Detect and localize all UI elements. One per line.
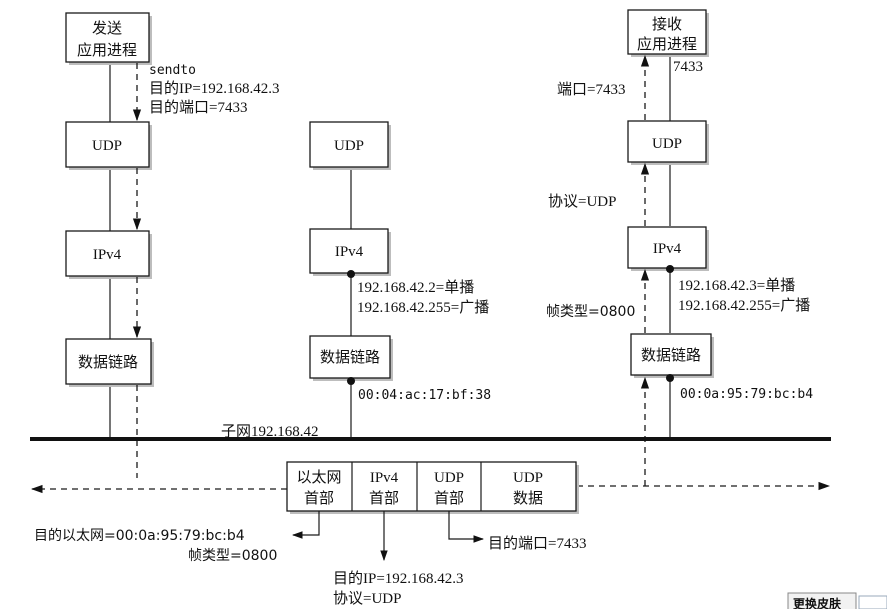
dest-port-arrow [448, 511, 485, 543]
frame-cell-ethernet-header: 以太网 首部 [296, 469, 341, 507]
frame-cell-udp-header: UDP 首部 [434, 470, 464, 507]
frame-cell-line2: 首部 [304, 490, 334, 507]
receiver-port: 7433 [673, 59, 703, 75]
frame-cell-line2: 首部 [434, 490, 464, 507]
receiver-addr-broadcast: 192.168.42.255=广播 [678, 297, 810, 314]
receiver-udp-label: UDP [652, 136, 682, 152]
frame-cell-line1: IPv4 [370, 470, 399, 486]
receiver-app-line2: 应用进程 [637, 35, 697, 53]
sender-datalink-label: 数据链路 [78, 354, 138, 371]
sender-app-line2: 应用进程 [77, 41, 137, 59]
change-skin-label[interactable]: 更换皮肤 [793, 596, 842, 609]
middle-ipv4-label: IPv4 [335, 244, 364, 260]
frame-cell-line1: UDP [434, 470, 464, 486]
receiver-app-line1: 接收 [652, 16, 682, 33]
frame-frame-type: 帧类型=0800 [188, 548, 277, 564]
receiver-port-label: 端口=7433 [557, 81, 625, 98]
receiver-datalink-label: 数据链路 [641, 347, 701, 364]
ethernet-frame: 以太网 首部 IPv4 首部 UDP 首部 UDP 数据 目的以太网=00:0a… [30, 461, 831, 607]
skin-dropdown-icon[interactable] [858, 595, 887, 609]
sender-dest-port: 目的端口=7433 [149, 99, 247, 116]
frame-dest-port: 目的端口=7433 [488, 535, 586, 552]
frame-cell-line1: 以太网 [296, 469, 341, 486]
middle-udp-box [309, 121, 389, 168]
middle-ipv4-box [309, 228, 389, 274]
sender-dest-ip: 目的IP=192.168.42.3 [149, 80, 280, 97]
frame-dest-ip: 目的IP=192.168.42.3 [333, 570, 464, 587]
frame-cell-line1: UDP [513, 470, 543, 486]
receiver-app-box [627, 9, 707, 55]
middle-datalink-box [309, 335, 391, 379]
sender-udp-label: UDP [92, 138, 122, 154]
frame-protocol: 协议=UDP [333, 590, 401, 607]
receiver-addr-unicast: 192.168.42.3=单播 [678, 277, 795, 294]
sender-ipv4-box [65, 230, 150, 277]
middle-mac: 00:04:ac:17:bf:38 [358, 388, 491, 403]
receiver-ipv4-box [627, 226, 707, 269]
sender-datalink-box [65, 338, 152, 385]
receiver-datalink-box [630, 333, 712, 376]
receiver-udp-box [627, 120, 707, 163]
receiver-ipv4-label: IPv4 [653, 241, 682, 257]
receiver-proto-label: 协议=UDP [548, 193, 616, 210]
sender-stack: 发送 应用进程 UDP IPv4 数据链路 sendto 目的IP=192.16… [65, 12, 280, 478]
receiver-frame-type: 帧类型=0800 [546, 304, 635, 320]
middle-host-stack: UDP IPv4 192.168.42.2=单播 192.168.42.255=… [309, 121, 491, 439]
frame-cell-line2: 首部 [369, 490, 399, 507]
middle-datalink-label: 数据链路 [320, 349, 380, 366]
sender-app-box [65, 12, 150, 63]
sender-ipv4-label: IPv4 [93, 247, 122, 263]
middle-addr-broadcast: 192.168.42.255=广播 [357, 299, 489, 316]
middle-ipv4-dot [347, 270, 355, 278]
middle-udp-label: UDP [334, 138, 364, 154]
frame-dest-ethernet: 目的以太网=00:0a:95:79:bc:b4 [34, 528, 245, 544]
receiver-stack: 接收 应用进程 7433 UDP IPv4 数据链路 端口=7433 协议=UD… [546, 9, 813, 486]
receiver-datalink-dot [666, 374, 674, 382]
sender-app-line1: 发送 [92, 20, 122, 37]
subnet-label: 子网192.168.42 [221, 423, 319, 440]
receiver-ipv4-dot [666, 265, 674, 273]
middle-addr-unicast: 192.168.42.2=单播 [357, 279, 474, 296]
receiver-mac: 00:0a:95:79:bc:b4 [680, 387, 813, 402]
frame-cell-udp-data: UDP 数据 [513, 470, 543, 507]
frame-cell-ipv4-header: IPv4 首部 [369, 470, 399, 507]
middle-datalink-dot [347, 377, 355, 385]
change-skin-button[interactable]: 更换皮肤 [787, 592, 887, 609]
sender-udp-box [65, 121, 150, 168]
frame-cell-line2: 数据 [513, 490, 543, 507]
dest-ethernet-arrow [291, 511, 320, 539]
sendto-label: sendto [149, 63, 196, 78]
